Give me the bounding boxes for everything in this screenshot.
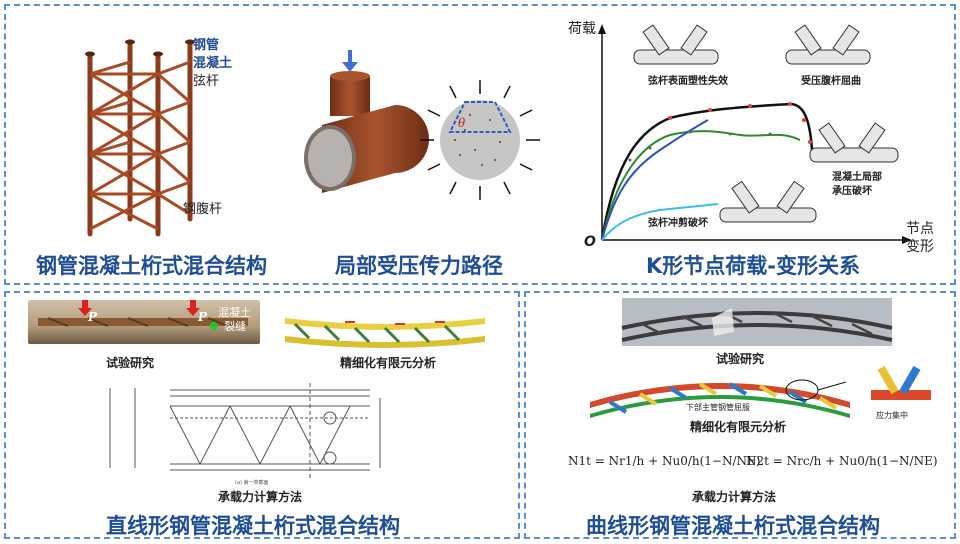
chart-xlabel-line2: 变形 (906, 239, 934, 255)
sub-calc-left: 承载力计算方法 (218, 490, 303, 504)
curved-truss-test-photo (621, 298, 893, 346)
sub-fea-right: 精细化有限元分析 (690, 420, 787, 434)
panel-bottom-left-frame (4, 291, 520, 539)
sub-fea-left: 精细化有限元分析 (340, 356, 437, 370)
label-concrete-crack-1: 混凝土 (218, 306, 251, 319)
annotation-chord-plastic: 弦杆表面塑性失效 (648, 76, 728, 87)
annotation-web-buckling: 受压腹杆屈曲 (801, 76, 861, 87)
label-theta: θ (458, 116, 466, 130)
formula-n2t: N2t = Nrc/h + Nu0/h(1−N/NE) (746, 454, 938, 468)
sub-calc-right: 承载力计算方法 (692, 490, 777, 504)
caption-truss-hybrid: 钢管混凝土桁式混合结构 (36, 254, 267, 278)
load-deformation-chart (598, 24, 912, 244)
force-path-circle (420, 80, 540, 200)
svg-text:(a) 第一类截面: (a) 第一类截面 (235, 479, 269, 486)
chart-xlabel-line1: 节点 (906, 221, 934, 237)
chart-ylabel: 荷载 (568, 21, 596, 37)
fea-note-stress: 应力集中 (876, 411, 908, 420)
sub-test-study-right: 试验研究 (716, 352, 765, 366)
caption-force-path: 局部受压传力路径 (335, 254, 503, 278)
caption-k-joint: K形节点荷载-变形关系 (646, 254, 860, 278)
annotation-concrete-bearing-1: 混凝土局部 (832, 172, 882, 183)
straight-truss-fea (285, 318, 485, 348)
fea-note-yield: 下部主管钢管屈服 (686, 403, 750, 412)
formula-n1t: N1t = Nr1/h + Nu0/h(1−N/NE) (568, 454, 761, 468)
annotation-chord-punching: 弦杆冲剪破坏 (648, 218, 708, 229)
label-chord: 弦杆 (193, 74, 220, 89)
straight-truss-calc-diagram: (a) 第一类截面 (109, 383, 381, 486)
truss-tower-illustration (85, 39, 195, 237)
caption-straight-truss: 直线形钢管混凝土桁式混合结构 (106, 514, 400, 538)
label-concrete-crack-2: 裂缝 (224, 320, 246, 333)
annotation-concrete-bearing-2: 承压破坏 (832, 186, 872, 197)
label-web-member: 钢腹杆 (183, 202, 223, 217)
label-steel-tube: 钢管 (193, 38, 220, 53)
panel-bottom-right-frame (524, 291, 956, 539)
label-concrete: 混凝土 (193, 56, 233, 71)
tube-compression-illustration (304, 50, 429, 193)
photo-load-p2: P (198, 310, 208, 324)
curved-truss-fea (590, 379, 850, 418)
caption-curved-truss: 曲线形钢管混凝土桁式混合结构 (586, 514, 880, 538)
chart-origin: O (584, 234, 596, 250)
panel-top-frame (4, 4, 956, 285)
sub-test-study-left: 试验研究 (106, 356, 155, 370)
straight-truss-beam (38, 300, 248, 330)
stress-concentration-detail (871, 365, 931, 400)
photo-load-p1: P (88, 310, 98, 324)
